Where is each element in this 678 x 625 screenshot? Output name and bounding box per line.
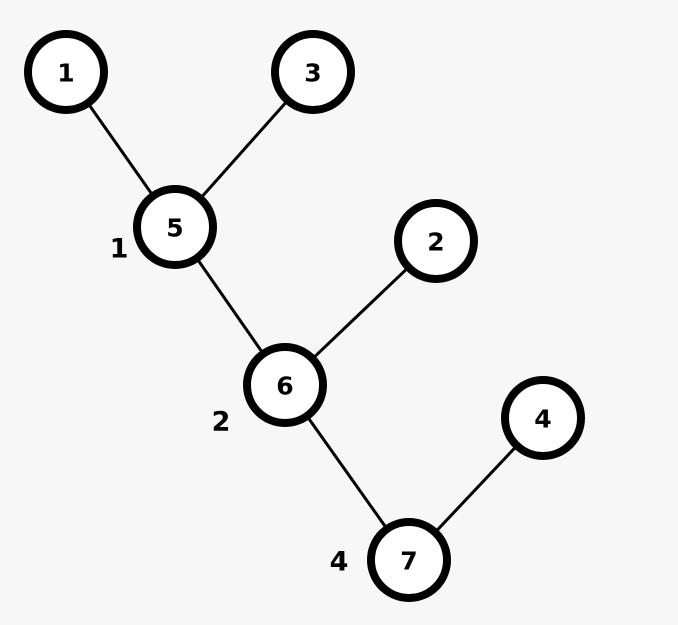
edge-weight-label: 4 <box>330 547 349 578</box>
graph-edge <box>200 101 288 198</box>
graph-node[interactable]: 6 <box>243 343 327 427</box>
node-circle[interactable] <box>271 30 355 114</box>
node-label: 7 <box>400 547 417 576</box>
node-circle[interactable] <box>243 343 327 427</box>
edge-weight-label: 2 <box>212 407 231 438</box>
node-circle[interactable] <box>501 376 585 460</box>
graph-node[interactable]: 5 <box>133 185 217 269</box>
node-circle[interactable] <box>367 518 451 602</box>
node-label: 1 <box>57 59 74 88</box>
edge-labels-layer: 1 2 4 <box>110 234 349 578</box>
node-label: 3 <box>304 59 321 88</box>
node-label: 2 <box>427 228 444 257</box>
graph-node[interactable]: 7 <box>367 518 451 602</box>
graph-node[interactable]: 3 <box>271 30 355 114</box>
node-circle[interactable] <box>133 185 217 269</box>
graph-edge <box>88 104 153 195</box>
edges-layer <box>88 101 517 532</box>
node-label: 6 <box>276 372 293 401</box>
graph-node[interactable]: 2 <box>394 199 478 283</box>
graph-edge <box>435 446 517 532</box>
graph-edge <box>307 416 387 529</box>
graph-node[interactable]: 1 <box>24 30 108 114</box>
node-label: 5 <box>166 214 183 243</box>
edge-weight-label: 1 <box>110 234 129 265</box>
node-label: 4 <box>534 405 551 434</box>
graph-node[interactable]: 4 <box>501 376 585 460</box>
graph-edge <box>196 259 264 353</box>
node-circle[interactable] <box>24 30 108 114</box>
node-circle[interactable] <box>394 199 478 283</box>
nodes-layer: 1 3 5 2 6 4 7 <box>24 30 585 602</box>
graph-edge <box>313 267 408 359</box>
